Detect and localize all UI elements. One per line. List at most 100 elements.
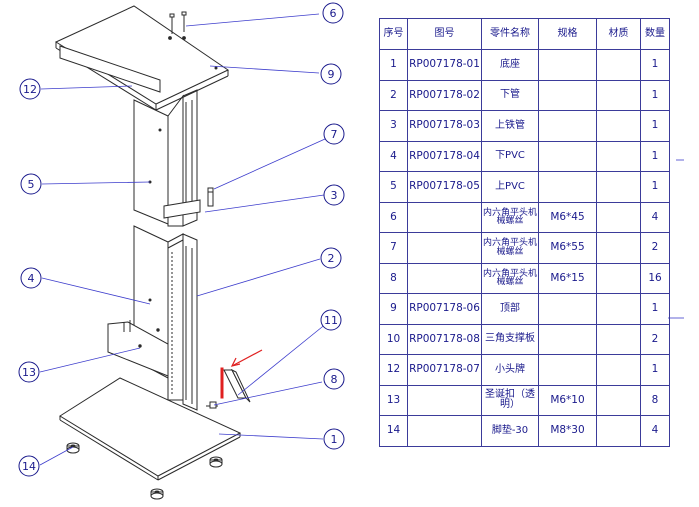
svg-text:6: 6 [330,7,337,20]
header-drawing-no: 图号 [407,18,482,50]
svg-text:4: 4 [28,272,35,285]
cell-drawing-no: RP007178-03 [407,110,482,142]
cell-drawing-no [407,262,482,294]
cell-part-name: 三角支撑板 [481,323,539,355]
cell-drawing-no: RP007178-05 [407,171,482,203]
table-row: 8 内六角平头机械螺丝 M6*15 16 [379,262,670,294]
cell-drawing-no [407,232,482,264]
cell-material [596,140,641,172]
cell-material [596,201,641,233]
cell-quantity: 1 [640,79,670,111]
table-row: 13 圣诞扣（透明） M6*10 8 [379,384,670,416]
cell-drawing-no: RP007178-04 [407,140,482,172]
foot-pads [66,442,223,500]
cell-material [596,262,641,294]
cell-part-name: 下PVC [481,140,539,172]
cell-index: 14 [379,415,408,447]
bom-table: 序号 图号 零件名称 规格 材质 数量 1 RP007178-01 底座 1 2… [379,18,670,447]
cell-part-name: 上PVC [481,171,539,203]
base-plate [59,377,242,481]
bottom-bracket [107,320,169,377]
cell-material [596,323,641,355]
cell-material [596,354,641,386]
cell-spec [538,293,597,325]
balloon-9: 9 [320,63,342,85]
table-row: 4 RP007178-04 下PVC 1 [379,140,670,172]
svg-text:1: 1 [331,433,338,446]
table-side-marks [668,159,684,319]
cell-quantity: 4 [640,201,670,233]
cell-drawing-no [407,384,482,416]
triangle-support [206,367,251,409]
balloon-11: 11 [320,309,342,331]
cell-part-name: 下管 [481,79,539,111]
cell-quantity: 1 [640,171,670,203]
cell-index: 5 [379,171,408,203]
cell-material [596,384,641,416]
cell-index: 13 [379,384,408,416]
cell-spec [538,79,597,111]
svg-text:5: 5 [28,178,35,191]
spacer-part [207,187,214,207]
cell-part-name: 上铁管 [481,110,539,142]
table-row: 6 内六角平头机械螺丝 M6*45 4 [379,201,670,233]
cell-drawing-no [407,415,482,447]
svg-text:13: 13 [22,366,36,379]
cell-spec: M6*10 [538,384,597,416]
cell-index: 1 [379,49,408,81]
cell-material [596,415,641,447]
cell-part-name: 内六角平头机械螺丝 [481,262,539,294]
cell-quantity: 16 [640,262,670,294]
cell-spec [538,49,597,81]
cell-index: 9 [379,293,408,325]
lower-column [133,225,198,411]
highlight-marker [220,367,224,399]
table-row: 14 脚垫-30 M8*30 4 [379,415,670,447]
cell-index: 6 [379,201,408,233]
cell-part-name: 圣诞扣（透明） [481,384,539,416]
balloon-3: 3 [323,184,345,206]
table-row: 12 RP007178-07 小头牌 1 [379,354,670,386]
balloon-7: 7 [323,123,345,145]
cell-drawing-no: RP007178-01 [407,49,482,81]
table-row: 7 内六角平头机械螺丝 M6*55 2 [379,232,670,264]
cell-spec [538,323,597,355]
cell-material [596,293,641,325]
cell-index: 4 [379,140,408,172]
cell-material [596,79,641,111]
cell-part-name: 顶部 [481,293,539,325]
cell-part-name: 脚垫-30 [481,415,539,447]
cell-quantity: 1 [640,293,670,325]
svg-text:2: 2 [328,252,335,265]
cell-material [596,49,641,81]
cell-quantity: 1 [640,110,670,142]
balloon-6: 6 [322,2,344,24]
cell-spec [538,171,597,203]
cell-quantity: 4 [640,415,670,447]
balloon-8: 8 [323,368,345,390]
svg-text:9: 9 [328,68,335,81]
balloon-2: 2 [320,247,342,269]
table-row: 9 RP007178-06 顶部 1 [379,293,670,325]
balloon-14: 14 [18,455,40,477]
balloon-13: 13 [18,361,40,383]
foot-pad [66,442,80,454]
top-plate [54,5,230,111]
header-quantity: 数量 [640,18,670,50]
cell-spec: M6*45 [538,201,597,233]
cell-quantity: 2 [640,323,670,355]
cell-part-name: 内六角平头机械螺丝 [481,232,539,264]
cell-part-name: 小头牌 [481,354,539,386]
balloon-1: 1 [323,428,345,450]
foot-pad [150,488,164,500]
cell-quantity: 1 [640,354,670,386]
cell-material [596,171,641,203]
table-row: 3 RP007178-03 上铁管 1 [379,110,670,142]
header-spec: 规格 [538,18,597,50]
cell-index: 8 [379,262,408,294]
svg-text:8: 8 [331,373,338,386]
cell-quantity: 8 [640,384,670,416]
cell-part-name: 底座 [481,49,539,81]
cell-index: 12 [379,354,408,386]
